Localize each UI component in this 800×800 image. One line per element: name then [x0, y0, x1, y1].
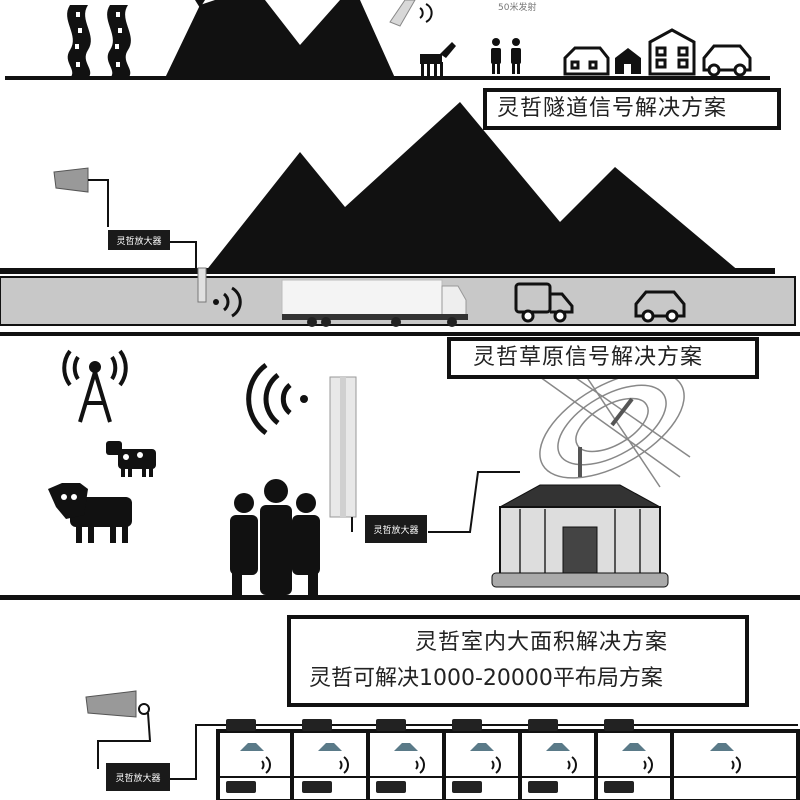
truck-icon [281, 279, 468, 327]
tunnel-mountain-silhouette [205, 102, 740, 272]
indoor-illustration [85, 690, 800, 800]
tunnel-cable-2 [170, 241, 197, 272]
cow-icon [106, 441, 156, 477]
indoor-donor-antenna-icon [85, 690, 150, 718]
antenna-panel-icon [389, 0, 433, 27]
car-icon [702, 44, 752, 77]
donor-antenna-icon [53, 167, 98, 193]
splitter-row [196, 719, 798, 793]
ceiling-antenna-icons [240, 743, 741, 774]
yurt-icon [491, 484, 669, 588]
grid-dish-antenna-icon [539, 366, 691, 488]
panel-antenna-icon [329, 376, 357, 518]
section-indoor: 灵哲室内大面积解决方案 灵哲可解决1000-20000平布局方案 灵哲放大器 [0, 601, 800, 800]
indoor-cable-2 [170, 724, 220, 780]
tunnel-ground-line [0, 268, 775, 274]
tunnel-car-icon [634, 290, 686, 323]
section-divider [0, 332, 800, 336]
indoor-title-box: 灵哲室内大面积解决方案 灵哲可解决1000-20000平布局方案 [287, 615, 749, 707]
people-icon [491, 38, 521, 74]
townhouse-icon [648, 28, 696, 76]
grassland-cable-2 [428, 471, 520, 533]
section-mountain-village: 50米发射 [0, 0, 800, 90]
section-tunnel: 灵哲隧道信号解决方案 灵哲放大器 [0, 82, 800, 337]
people-group-icon [230, 479, 320, 595]
mountain-silhouette [165, 0, 395, 78]
mountain-village-illustration: 50米发射 [5, 0, 770, 80]
grassland-title: 灵哲草原信号解决方案 [447, 337, 759, 379]
tunnel-title: 灵哲隧道信号解决方案 [483, 88, 781, 130]
tunnel-cable [98, 179, 109, 227]
tunnel-illustration [0, 102, 800, 336]
winding-road-icon [67, 5, 131, 78]
ground-line [5, 76, 770, 80]
floor-grid [216, 729, 800, 800]
section-grassland: 灵哲草原信号解决方案 灵哲放大器 [0, 337, 800, 601]
grassland-amplifier-label: 灵哲放大器 [365, 515, 427, 543]
house-icon [563, 46, 610, 76]
indoor-cable [97, 712, 152, 769]
delivery-truck-icon [514, 282, 574, 323]
top-partial-caption: 50米发射 [498, 1, 536, 13]
grassland-illustration [0, 349, 800, 600]
tower-icon [195, 0, 205, 8]
signal-waves-icon [246, 362, 308, 436]
bull-icon [48, 483, 132, 543]
section-divider-2 [0, 595, 800, 600]
cell-tower-icon [62, 349, 128, 423]
small-house-icon [615, 48, 641, 74]
indoor-title-line1: 灵哲室内大面积解决方案 [415, 630, 669, 655]
indoor-amplifier-label: 灵哲放大器 [106, 763, 170, 791]
tunnel-amplifier-label: 灵哲放大器 [108, 230, 170, 250]
tunnel-antenna-icon [197, 267, 242, 318]
indoor-title-line2: 灵哲可解决1000-20000平布局方案 [309, 666, 663, 691]
horse-icon [420, 42, 456, 76]
